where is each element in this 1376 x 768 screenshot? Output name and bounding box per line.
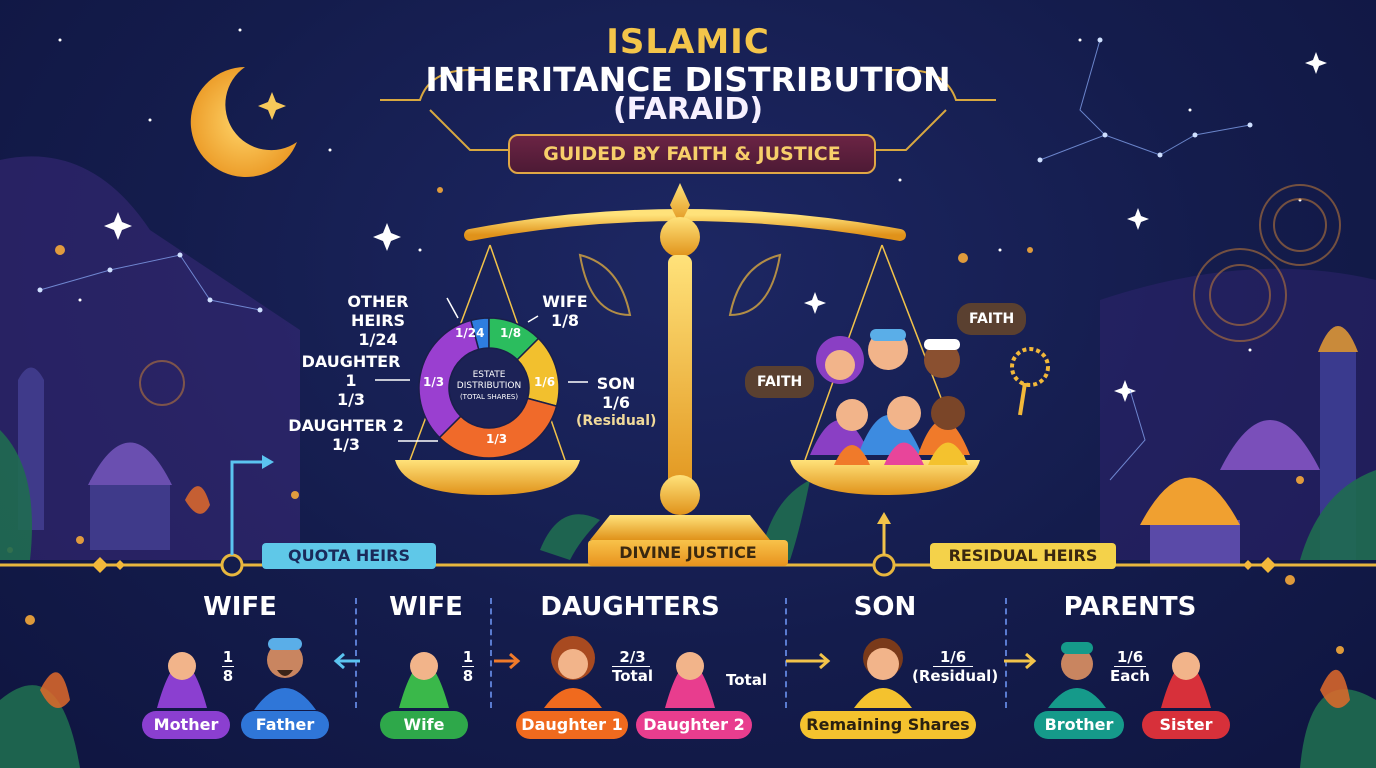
father-avatar-icon bbox=[254, 638, 316, 710]
divider bbox=[490, 598, 492, 708]
callout-wife-name: WIFE bbox=[542, 292, 588, 311]
wife-b-fraction: 1 8 bbox=[462, 648, 474, 685]
callout-daughter2: DAUGHTER 2 1/3 bbox=[286, 416, 406, 454]
group-title-daughters: DAUGHTERS bbox=[540, 592, 720, 622]
donut-segment-3 bbox=[438, 397, 558, 459]
group-title-parents: PARENTS bbox=[1063, 592, 1197, 622]
divider bbox=[355, 598, 357, 708]
segment-label-daughter2: 1/3 bbox=[486, 432, 508, 446]
title-line3: (FARAID) bbox=[612, 92, 764, 127]
group-title-wife-b: WIFE bbox=[389, 592, 463, 622]
group-title-son: SON bbox=[853, 592, 917, 622]
callout-other-heirs-name: OTHER HEIRS bbox=[347, 292, 409, 330]
callout-daughter1: DAUGHTER 1 1/3 bbox=[296, 352, 406, 409]
wife-b-frac-bottom: 8 bbox=[462, 667, 474, 685]
daughter1-pill: Daughter 1 bbox=[516, 711, 628, 739]
segment-label-daughter1: 1/3 bbox=[423, 375, 445, 389]
daughter2-avatar-icon bbox=[665, 652, 715, 708]
sister-avatar-icon bbox=[1161, 652, 1211, 708]
donut-center-line1: ESTATE bbox=[472, 370, 506, 380]
daughters-frac-bottom: Total bbox=[612, 667, 653, 685]
brother-pill: Brother bbox=[1034, 711, 1124, 739]
daughters-frac-top: 2/3 bbox=[619, 648, 646, 666]
callout-son-share: 1/6 bbox=[601, 393, 631, 412]
callout-son-note: (Residual) bbox=[576, 413, 657, 429]
family-group-icon bbox=[810, 329, 970, 465]
mother-avatar-icon bbox=[157, 652, 207, 708]
fraction-bar bbox=[933, 666, 973, 667]
callout-daughter1-name: DAUGHTER 1 bbox=[301, 352, 401, 390]
father-pill: Father bbox=[241, 711, 329, 739]
callout-son-name: SON bbox=[596, 374, 636, 393]
callout-daughter1-share: 1/3 bbox=[336, 390, 366, 409]
remaining-shares-pill: Remaining Shares bbox=[800, 711, 976, 739]
group-title-wife-a: WIFE bbox=[203, 592, 277, 622]
callout-daughter2-share: 1/3 bbox=[331, 435, 361, 454]
wife-a-frac-bottom: 8 bbox=[222, 667, 234, 685]
arrow-right-icon bbox=[786, 652, 831, 670]
segment-label-wife: 1/8 bbox=[500, 326, 522, 340]
faith-bubble-right: FAITH bbox=[957, 303, 1027, 335]
daughter1-avatar-icon bbox=[544, 636, 602, 708]
son-frac-bottom: (Residual) bbox=[912, 667, 999, 685]
donut-segment-4 bbox=[418, 319, 480, 439]
title-line1: ISLAMIC bbox=[606, 22, 770, 62]
fraction-bar bbox=[462, 666, 474, 667]
arrow-left-icon bbox=[333, 652, 360, 670]
daughters-fraction: 2/3 Total bbox=[612, 648, 653, 685]
wife-pill: Wife bbox=[380, 711, 468, 739]
faith-bubble-left: FAITH bbox=[745, 366, 815, 398]
son-frac-top: 1/6 bbox=[939, 648, 967, 666]
daughter2-pill: Daughter 2 bbox=[636, 711, 752, 739]
son-fraction: 1/6 (Residual) bbox=[912, 648, 999, 685]
brother-avatar-icon bbox=[1048, 642, 1106, 708]
son-avatar-icon bbox=[854, 638, 912, 708]
parents-fraction: 1/6 Each bbox=[1108, 648, 1152, 685]
parents-frac-bottom: Each bbox=[1110, 667, 1150, 685]
estate-distribution-donut bbox=[418, 317, 560, 459]
subtitle-banner: GUIDED BY FAITH & JUSTICE bbox=[508, 134, 876, 174]
residual-heirs-banner: RESIDUAL HEIRS bbox=[930, 543, 1116, 569]
fraction-bar bbox=[222, 666, 234, 667]
sister-pill: Sister bbox=[1142, 711, 1230, 739]
segment-label-other: 1/24 bbox=[455, 326, 485, 340]
divider bbox=[785, 598, 787, 708]
mother-pill: Mother bbox=[142, 711, 230, 739]
fraction-bar bbox=[612, 666, 650, 667]
donut-center-line3: (TOTAL SHARES) bbox=[459, 393, 519, 401]
segment-label-son: 1/6 bbox=[534, 375, 556, 389]
parents-frac-top: 1/6 bbox=[1116, 648, 1144, 666]
arrow-right-icon bbox=[1004, 652, 1037, 670]
wife-b-frac-top: 1 bbox=[462, 648, 474, 666]
divider bbox=[1005, 598, 1007, 708]
title-line2: INHERITANCE DISTRIBUTION bbox=[425, 60, 951, 99]
callout-other-heirs: OTHER HEIRS 1/24 bbox=[318, 292, 438, 349]
donut-center-line2: DISTRIBUTION bbox=[456, 381, 522, 391]
callout-son: SON 1/6 (Residual) bbox=[576, 374, 656, 431]
donut-center-label: ESTATE DISTRIBUTION (TOTAL SHARES) bbox=[454, 370, 524, 402]
callout-other-heirs-share: 1/24 bbox=[358, 330, 398, 349]
balance-scale-icon bbox=[395, 183, 980, 540]
callout-wife: WIFE 1/8 bbox=[530, 292, 600, 330]
donut-hole bbox=[450, 349, 528, 427]
callout-daughter2-name: DAUGHTER 2 bbox=[288, 416, 404, 435]
fraction-bar bbox=[1114, 666, 1146, 667]
divine-justice-banner: DIVINE JUSTICE bbox=[588, 540, 788, 566]
arrow-right-icon bbox=[494, 652, 521, 670]
wife-avatar-icon bbox=[399, 652, 449, 708]
callout-wife-share: 1/8 bbox=[550, 311, 580, 330]
crescent-moon-icon bbox=[190, 67, 297, 177]
prayer-beads-icon bbox=[1010, 347, 1050, 416]
quota-heirs-banner: QUOTA HEIRS bbox=[262, 543, 436, 569]
daughters-side-label: Total bbox=[726, 671, 767, 689]
wife-a-frac-top: 1 bbox=[222, 648, 234, 666]
wife-a-fraction: 1 8 bbox=[222, 648, 234, 685]
